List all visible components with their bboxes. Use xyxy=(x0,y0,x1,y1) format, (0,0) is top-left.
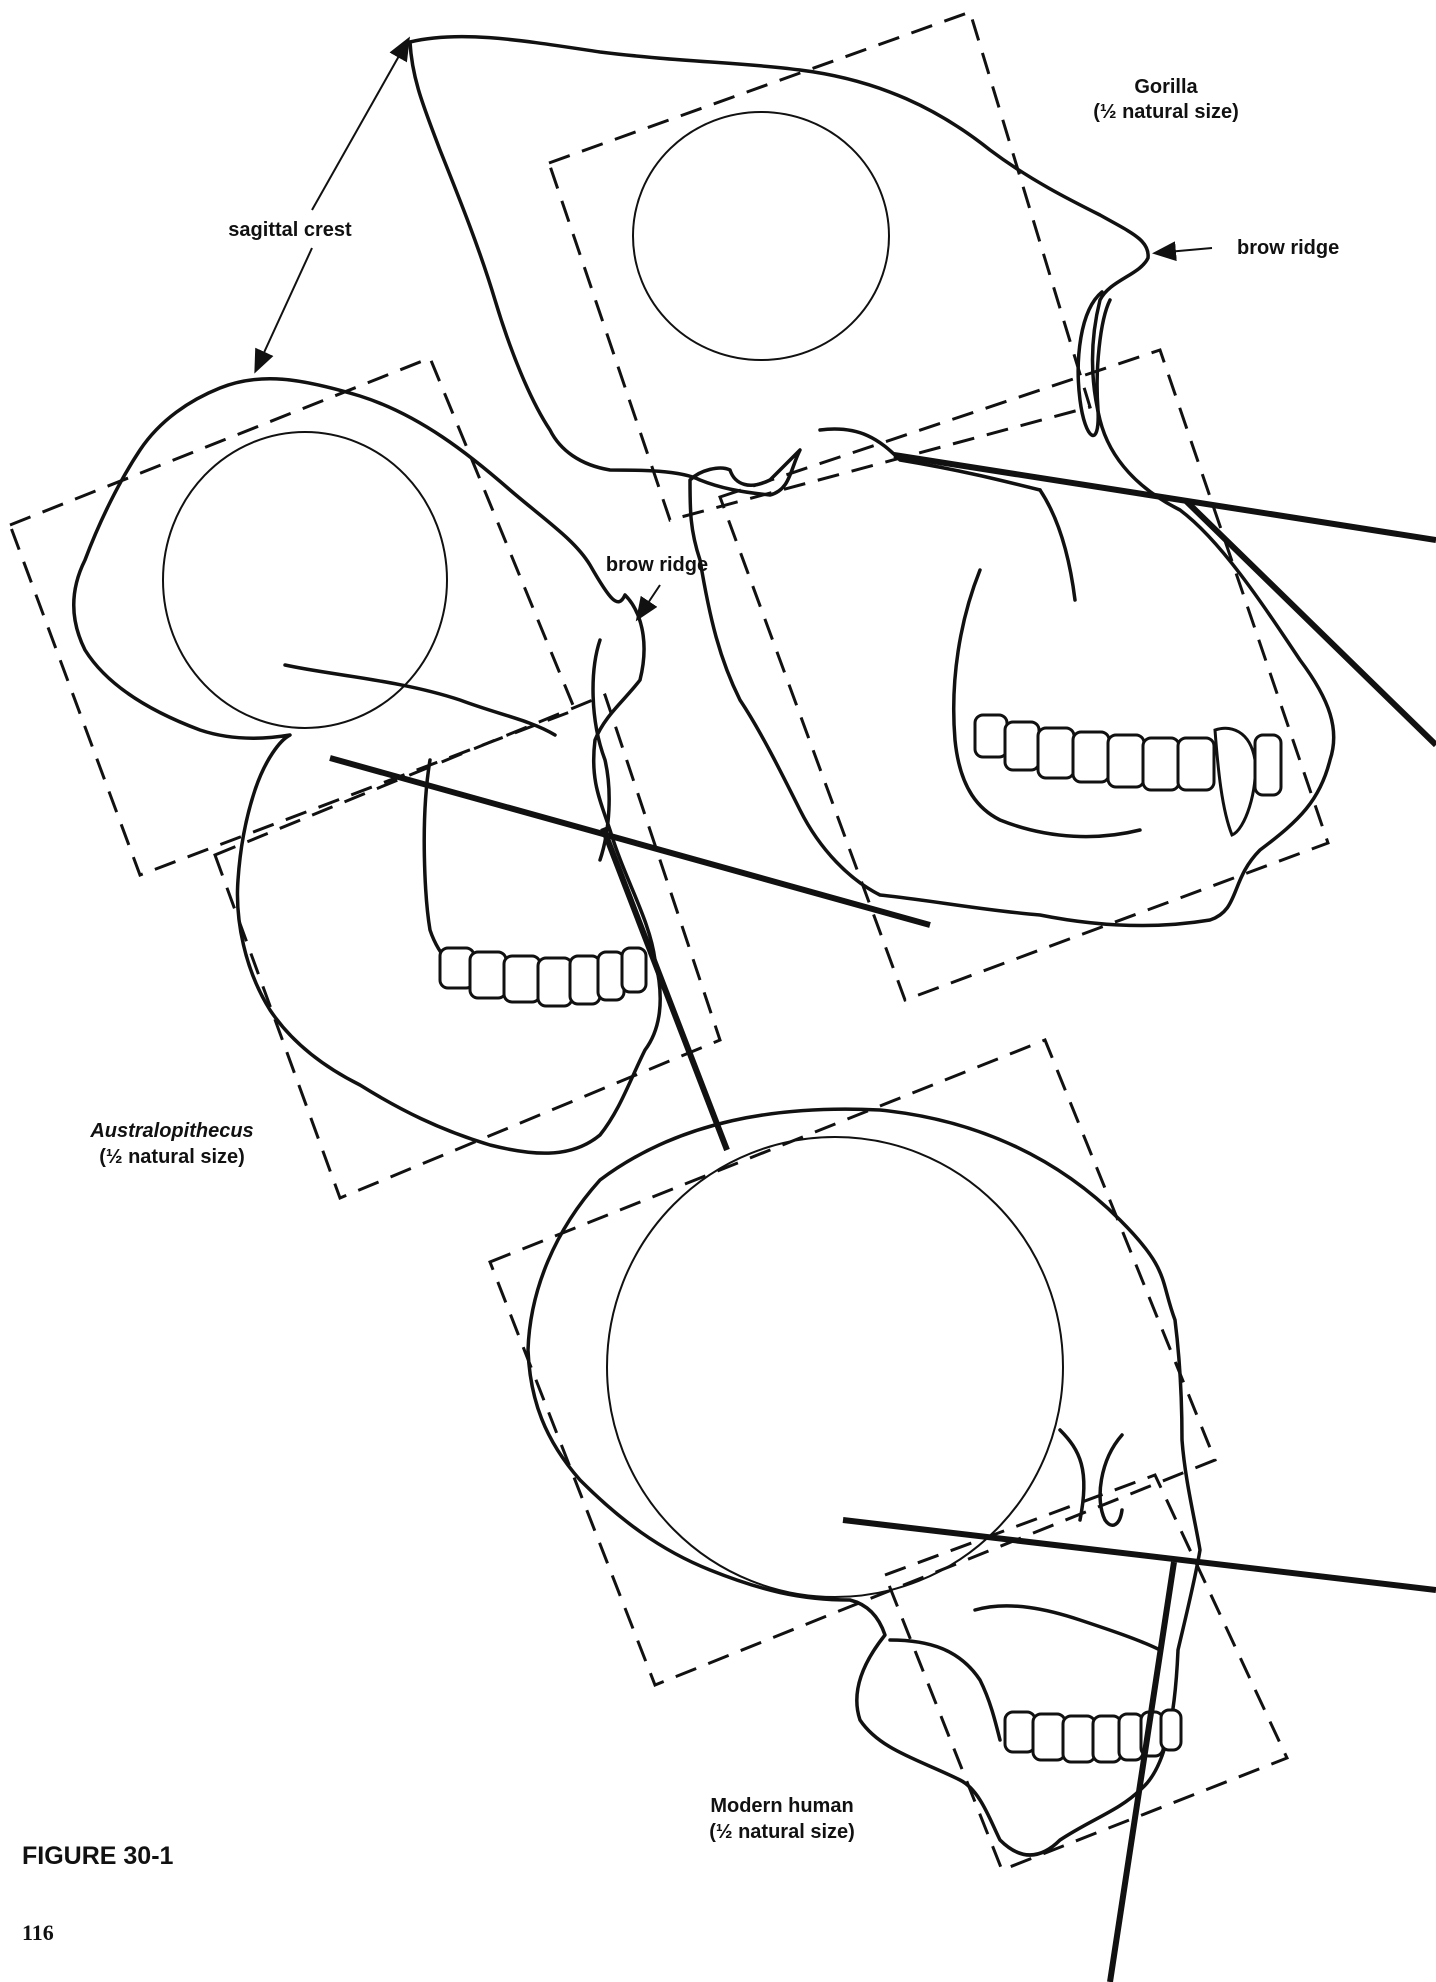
gorilla-skull xyxy=(410,12,1436,1000)
sagittal-crest-arrow-down xyxy=(256,248,312,370)
gorilla-brow-ridge-arrow xyxy=(1156,248,1212,253)
modern-human-skull xyxy=(490,1040,1436,1982)
australopithecus-teeth xyxy=(440,948,646,1006)
gorilla-cranial-circle xyxy=(633,112,889,360)
gorilla-scale-label: (½ natural size) xyxy=(1093,101,1239,123)
australopithecus-brow-ridge-label: brow ridge xyxy=(606,554,708,576)
human-facial-axis xyxy=(843,1520,1436,1590)
australopithecus-scale-label: (½ natural size) xyxy=(99,1146,245,1168)
australopithecus-cranium-box xyxy=(10,358,575,875)
gorilla-skull-outline xyxy=(410,37,1334,926)
human-label: Modern human (½ natural size) xyxy=(709,1795,855,1843)
page-number: 116 xyxy=(22,1920,54,1945)
sagittal-crest-label: sagittal crest xyxy=(228,219,352,241)
human-jaw-axis xyxy=(1110,1562,1174,1982)
figure-caption: FIGURE 30-1 xyxy=(22,1842,174,1870)
australopithecus-cranial-circle xyxy=(163,432,447,728)
gorilla-facial-axis xyxy=(894,455,1436,540)
gorilla-zygomatic xyxy=(1040,490,1075,600)
human-zygomatic xyxy=(975,1606,1160,1650)
human-cranial-circle xyxy=(607,1137,1063,1597)
gorilla-name-label: Gorilla xyxy=(1134,76,1198,98)
sagittal-crest-arrow-up xyxy=(312,40,408,210)
gorilla-teeth xyxy=(975,715,1281,835)
gorilla-jaw-ramus xyxy=(954,570,1140,837)
gorilla-cranium-box xyxy=(549,12,1090,520)
australopithecus-label: Australopithecus (½ natural size) xyxy=(89,1120,253,1168)
gorilla-face-box xyxy=(720,350,1328,1000)
australopithecus-zygomatic xyxy=(285,665,555,735)
australopithecus-skull xyxy=(10,358,930,1198)
human-teeth xyxy=(1005,1710,1181,1762)
human-eye-orbit xyxy=(1100,1435,1122,1525)
human-brow-line xyxy=(1060,1430,1084,1520)
human-scale-label: (½ natural size) xyxy=(709,1821,855,1843)
australopithecus-brow-ridge-arrow xyxy=(638,585,660,618)
gorilla-label: Gorilla (½ natural size) xyxy=(1093,76,1239,123)
australopithecus-face-box xyxy=(215,695,720,1198)
australopithecus-name-label: Australopithecus xyxy=(89,1120,253,1142)
gorilla-brow-ridge-label: brow ridge xyxy=(1237,237,1339,259)
human-name-label: Modern human xyxy=(710,1795,853,1817)
